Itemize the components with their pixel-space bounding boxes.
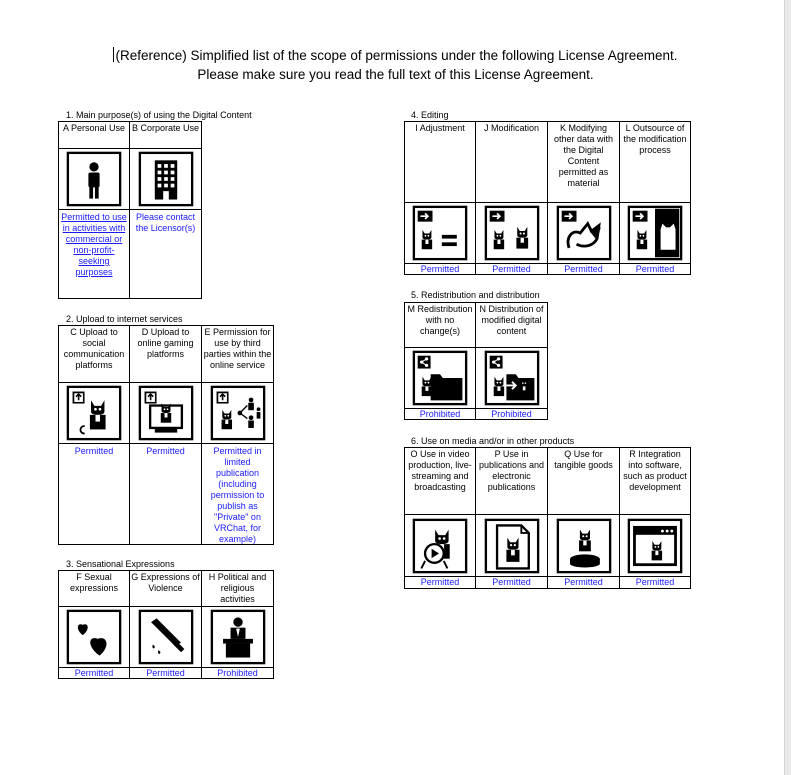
label-l-outsource: L Outsource of the modification process (619, 121, 691, 203)
icon-cell-f (58, 606, 130, 668)
icon-cell-i (404, 202, 476, 264)
result-l: Permitted (619, 263, 691, 275)
label-j-modification: J Modification (475, 121, 548, 203)
page-heading-line2: Please make sure you read the full text … (197, 67, 594, 82)
icon-cell-o (404, 514, 476, 577)
result-h: Prohibited (201, 667, 274, 679)
label-h-political: H Political and religious activities (201, 570, 274, 607)
result-i: Permitted (404, 263, 476, 275)
result-f: Permitted (58, 667, 130, 679)
icon-cell-d (129, 382, 202, 444)
result-m: Prohibited (404, 408, 476, 420)
label-q-goods: Q Use for tangible goods (547, 447, 620, 515)
result-j: Permitted (475, 263, 548, 275)
result-p: Permitted (475, 576, 548, 589)
label-g-violence: G Expressions of Violence (129, 570, 202, 607)
share-folder-icon (412, 350, 468, 406)
label-r-software: R Integration into software, such as pro… (619, 447, 691, 515)
result-q: Permitted (547, 576, 620, 589)
icon-cell-r (619, 514, 691, 577)
section-5-title: 5. Redistribution and distribution (411, 290, 540, 300)
icon-cell-m (404, 347, 476, 409)
icon-cell-n (475, 347, 548, 409)
icon-cell-p (475, 514, 548, 577)
result-r: Permitted (619, 576, 691, 589)
outsource-icon (627, 205, 683, 261)
icon-cell-h (201, 606, 274, 668)
result-b: Please contact the Licensor(s) (129, 209, 202, 299)
knife-icon (138, 609, 194, 665)
publication-icon (484, 518, 540, 574)
modify-icon (484, 205, 540, 261)
label-m-redistribution: M Redistribution with no change(s) (404, 302, 476, 348)
upload-avatar-icon (66, 385, 122, 441)
person-icon (66, 151, 122, 207)
result-n: Prohibited (475, 408, 548, 420)
icon-cell-l (619, 202, 691, 264)
label-a-personal-use: A Personal Use (58, 121, 130, 149)
label-k-material: K Modifying other data with the Digital … (547, 121, 620, 203)
section-3-title: 3. Sensational Expressions (66, 559, 175, 569)
page-edge-scrollbar (784, 0, 791, 775)
icon-cell-q (547, 514, 620, 577)
result-k: Permitted (547, 263, 620, 275)
icon-cell-c (58, 382, 130, 444)
upload-monitor-icon (138, 385, 194, 441)
result-a: Permitted to use in activities with comm… (58, 209, 130, 299)
result-d: Permitted (129, 443, 202, 545)
label-n-modified-distribution: N Distribution of modified digital conte… (475, 302, 548, 348)
label-f-sexual: F Sexual expressions (58, 570, 130, 607)
material-cat-icon (556, 205, 612, 261)
software-window-icon (627, 518, 683, 574)
label-o-video: O Use in video production, live-streamin… (404, 447, 476, 515)
result-c: Permitted (58, 443, 130, 545)
icon-cell-b (129, 148, 202, 210)
label-b-corporate-use: B Corporate Use (129, 121, 202, 149)
label-c-upload-social: C Upload to social communication platfor… (58, 325, 130, 383)
adjust-equals-icon (412, 205, 468, 261)
icon-cell-g (129, 606, 202, 668)
icon-cell-e (201, 382, 274, 444)
label-e-third-party: E Permission for use by third parties wi… (201, 325, 274, 383)
icon-cell-j (475, 202, 548, 264)
podium-icon (210, 609, 266, 665)
page-heading-line1: (Reference) Simplified list of the scope… (113, 47, 678, 63)
figure-goods-icon (556, 518, 612, 574)
section-6-title: 6. Use on media and/or in other products (411, 436, 575, 446)
hearts-icon (66, 609, 122, 665)
label-i-adjustment: I Adjustment (404, 121, 476, 203)
video-play-icon (412, 518, 468, 574)
result-g: Permitted (129, 667, 202, 679)
share-people-icon (210, 385, 266, 441)
icon-cell-k (547, 202, 620, 264)
section-2-title: 2. Upload to internet services (66, 314, 183, 324)
label-p-publications: P Use in publications and electronic pub… (475, 447, 548, 515)
section-1-title: 1. Main purpose(s) of using the Digital … (66, 110, 252, 120)
result-o: Permitted (404, 576, 476, 589)
result-e: Permitted in limited publication (includ… (201, 443, 274, 545)
text-cursor (113, 47, 115, 62)
section-4-title: 4. Editing (411, 110, 449, 120)
share-modified-icon (484, 350, 540, 406)
icon-cell-a (58, 148, 130, 210)
office-building-icon (138, 151, 194, 207)
label-d-upload-gaming: D Upload to online gaming platforms (129, 325, 202, 383)
